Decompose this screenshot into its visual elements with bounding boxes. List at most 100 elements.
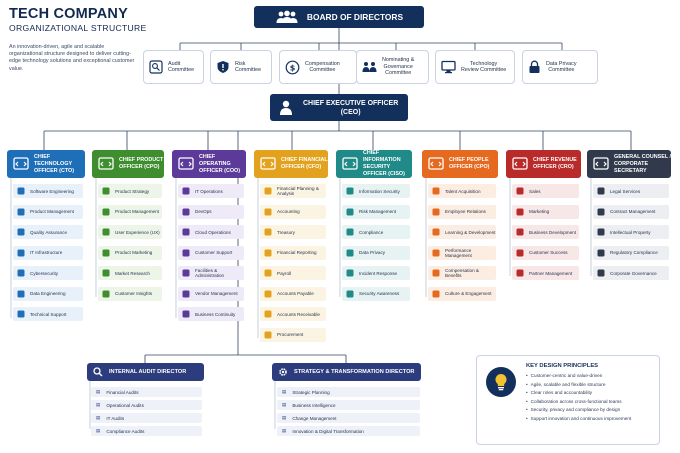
list-item[interactable]: Customer Support <box>178 245 244 260</box>
list-item[interactable]: ▤IT Audits <box>91 413 202 423</box>
list-item[interactable]: Sales <box>512 184 579 198</box>
list-item[interactable]: Product Management <box>13 204 83 219</box>
list-item[interactable]: Financial Reporting <box>260 245 326 260</box>
list-item[interactable]: ▤ Strategic Planning <box>277 387 420 397</box>
list-item[interactable]: Accounts Payable <box>260 286 326 301</box>
internal-audit-director-box[interactable]: INTERNAL AUDIT DIRECTOR <box>87 363 204 381</box>
list-item[interactable]: DevOps <box>178 204 244 219</box>
list-item[interactable]: Legal Services <box>593 184 669 198</box>
committee-line: Committee <box>235 67 262 73</box>
bullet-icon: ▤ <box>282 389 287 394</box>
list-item[interactable]: Intellectual Property <box>593 225 669 239</box>
list-item[interactable]: Regulatory Compliance <box>593 245 669 260</box>
board-of-directors-box[interactable]: BOARD OF DIRECTORS <box>254 6 424 28</box>
list-item[interactable]: Product Marketing <box>98 245 162 260</box>
list-item[interactable]: Business Development <box>512 225 579 239</box>
list-item[interactable]: ▤Operational Audits <box>91 400 202 410</box>
list-item[interactable]: Business Continuity <box>178 307 244 321</box>
list-item[interactable]: Customer Insights <box>98 286 162 301</box>
list-item[interactable]: Technical Support <box>13 307 83 321</box>
person-icon <box>280 100 292 115</box>
list-item[interactable]: Payroll <box>260 266 326 280</box>
item-label: Incident Response <box>359 270 398 276</box>
list-item[interactable]: Accounts Receivable <box>260 307 326 321</box>
item-label: Compensation & Benefits <box>445 268 479 278</box>
item-icon <box>432 208 440 216</box>
list-item[interactable]: Data Engineering <box>13 286 83 301</box>
list-item[interactable]: Accounting <box>260 204 326 219</box>
list-item[interactable]: ▤Change Management <box>277 413 420 423</box>
committee-line: Committee <box>385 70 412 77</box>
list-item[interactable]: Compensation & Benefits <box>428 266 496 280</box>
list-item[interactable]: ▤Business Intelligence <box>277 400 420 410</box>
list-item[interactable]: Performance Management <box>428 245 496 260</box>
list-item[interactable]: Facilities & Administration <box>178 266 244 280</box>
list-item[interactable]: Contract Management <box>593 204 669 219</box>
list-item[interactable]: Marketing <box>512 204 579 219</box>
list-item[interactable]: Incident Response <box>342 266 410 280</box>
item-icon <box>102 249 110 257</box>
list-item[interactable]: Product Management <box>98 204 162 219</box>
list-item[interactable]: Market Research <box>98 266 162 280</box>
list-item[interactable]: Financial Planning & Analysis <box>260 184 326 198</box>
list-item[interactable]: Risk Management <box>342 204 410 219</box>
exec-title-line: CORPORATE SECRETARY <box>614 160 649 174</box>
list-item[interactable]: User Experience (UX) <box>98 225 162 239</box>
strategy-director-box[interactable]: STRATEGY & TRANSFORMATION DIRECTOR <box>272 363 421 381</box>
item-icon <box>346 249 354 257</box>
item-label: IT Infrastructure <box>30 250 63 255</box>
list-item[interactable]: Software Engineering <box>13 184 83 198</box>
list-item[interactable]: IT Infrastructure <box>13 245 83 260</box>
list-item[interactable]: Culture & Engagement <box>428 286 496 301</box>
ceo-box[interactable]: CHIEF EXECUTIVE OFFICER(CEO) <box>270 94 408 121</box>
list-item[interactable]: Product Strategy <box>98 184 162 198</box>
people-group-icon <box>276 10 298 23</box>
list-item[interactable]: IT Operations <box>178 184 244 198</box>
item-icon <box>597 187 605 195</box>
list-item[interactable]: Security Awareness <box>342 286 410 301</box>
item-icon <box>17 187 25 195</box>
item-label: Procurement <box>277 332 304 337</box>
list-item[interactable]: ▤Innovation & Digital Transformation <box>277 426 420 436</box>
item-icon <box>516 187 524 195</box>
list-item[interactable]: Corporate Governance <box>593 266 669 280</box>
list-item[interactable]: Procurement <box>260 327 326 342</box>
list-item[interactable]: Compliance <box>342 225 410 239</box>
list-item[interactable]: Data Privacy <box>342 245 410 260</box>
list-item[interactable]: Employee Relations <box>428 204 496 219</box>
committee-line: Nominating & <box>382 57 415 64</box>
list-item[interactable]: ▤Compliance Audits <box>91 426 202 436</box>
item-label: Regulatory Compliance <box>610 250 658 255</box>
list-item[interactable]: Learning & Development <box>428 225 496 239</box>
list-item[interactable]: Talent Acquisition <box>428 184 496 198</box>
item-icon <box>597 228 605 236</box>
list-item[interactable]: Partner Management <box>512 266 579 280</box>
list-item[interactable]: Cloud Operations <box>178 225 244 239</box>
list-item[interactable]: Vendor Management <box>178 286 244 301</box>
item-label: Intellectual Property <box>610 229 651 235</box>
list-item[interactable]: ▤Financial Audits <box>91 387 202 397</box>
list-item[interactable]: Customer Success <box>512 245 579 260</box>
list-item[interactable]: Information Security <box>342 184 410 198</box>
item-label: Strategic Planning <box>292 389 330 395</box>
item-label: Financial Audits <box>106 389 139 395</box>
list-item[interactable]: Quality Assurance <box>13 225 83 239</box>
exec-box-general-counsel[interactable]: GENERAL COUNSEL /CORPORATE SECRETARY <box>587 150 671 178</box>
list-item[interactable]: Treasury <box>260 225 326 239</box>
list-item[interactable]: Cybersecurity <box>13 266 83 280</box>
item-icon <box>17 228 25 236</box>
principles-list: Customer-centric and value-driven Agile,… <box>526 372 632 424</box>
